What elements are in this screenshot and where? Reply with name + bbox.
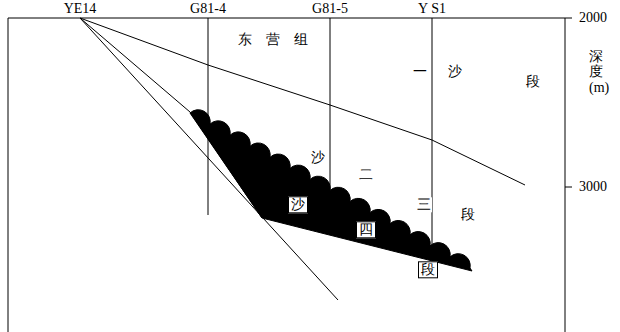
deviated-well — [80, 18, 338, 300]
axis-tick — [565, 187, 572, 188]
formation-label: 沙 — [447, 64, 463, 79]
depth-axis — [565, 18, 566, 332]
formation-label: 三 — [416, 197, 432, 212]
well-name: YE14 — [63, 1, 98, 16]
sand-body — [190, 110, 472, 271]
formation-label: 一 — [412, 64, 428, 79]
axis-label: 深度(m) — [588, 49, 604, 95]
axis-tick — [565, 18, 572, 19]
formation-label: 四 — [356, 221, 376, 238]
formation-label: 沙 — [288, 196, 308, 213]
well-line — [432, 18, 433, 272]
well-name: G81-4 — [189, 1, 227, 16]
formation-label: 二 — [358, 167, 374, 182]
well-name: G81-5 — [311, 1, 349, 16]
formation-label: 段 — [460, 207, 476, 222]
well-name: Y S1 — [417, 1, 447, 16]
frame-line — [8, 18, 565, 19]
depth-value: 2000 — [578, 10, 608, 25]
formation-label: 段 — [418, 261, 438, 278]
formation-label: 东营组 — [237, 32, 323, 47]
depth-value: 3000 — [578, 179, 608, 194]
horizon-line — [80, 18, 525, 185]
formation-label: 沙 — [310, 150, 326, 165]
frame-line — [8, 18, 9, 332]
formation-label: 段 — [525, 74, 541, 89]
